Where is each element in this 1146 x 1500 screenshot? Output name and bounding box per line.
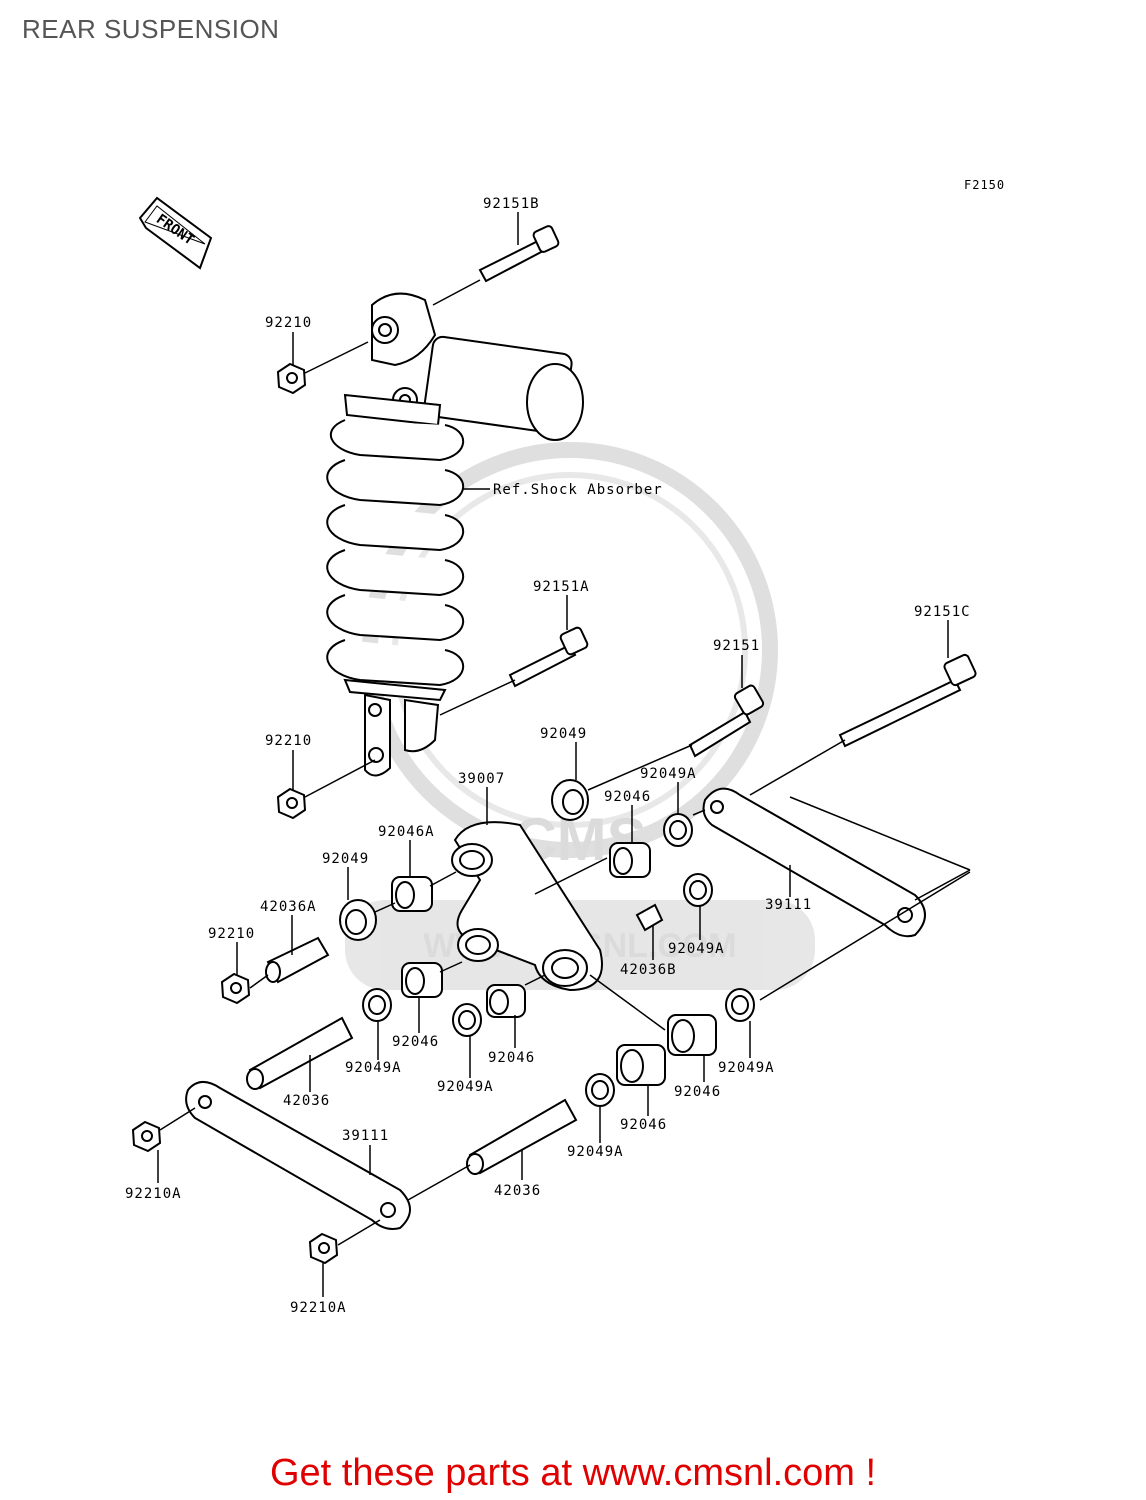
part-label[interactable]: 92210A: [125, 1186, 182, 1202]
rocker-arm-39007: [451, 821, 603, 992]
part-label[interactable]: 92210A: [290, 1300, 347, 1316]
part-label[interactable]: 92210: [208, 926, 255, 942]
part-label[interactable]: 92046: [604, 789, 651, 805]
seal-92049A-e: [725, 988, 755, 1022]
part-label[interactable]: 39111: [342, 1128, 389, 1144]
part-label[interactable]: 92046: [488, 1050, 535, 1066]
part-label[interactable]: 92210: [265, 733, 312, 749]
part-label[interactable]: 92046: [674, 1084, 721, 1100]
nut-92210A-lower: [308, 1232, 339, 1265]
shock-absorber: [326, 292, 584, 777]
bearing-92046A: [391, 876, 433, 912]
part-label[interactable]: 42036B: [620, 962, 677, 978]
figure-code: F2150: [964, 178, 1006, 192]
seal-92049A-b: [683, 873, 713, 907]
page-title: REAR SUSPENSION: [22, 14, 280, 44]
part-label[interactable]: 92049A: [437, 1079, 494, 1095]
nut-92210-left: [220, 972, 251, 1005]
part-label[interactable]: 92151B: [483, 196, 540, 212]
part-label[interactable]: 92049: [540, 726, 587, 742]
tie-rod-39111-right: [702, 787, 926, 938]
label-callouts: [157, 212, 949, 1297]
ref-shock-absorber-label: Ref.Shock Absorber: [493, 482, 663, 498]
part-label[interactable]: 92151C: [914, 604, 971, 620]
seal-92049A-c: [362, 988, 392, 1022]
collar-42036B: [635, 903, 664, 932]
nut-92210A-upper: [131, 1120, 162, 1153]
bolt-92151A: [508, 626, 589, 688]
seal-92049-left: [339, 899, 377, 941]
part-labels: 92151B 92210 92210 92151A 92151 92151C 9…: [125, 196, 971, 1316]
part-label[interactable]: 92049A: [718, 1060, 775, 1076]
part-label[interactable]: 92046: [392, 1034, 439, 1050]
bolt-92151: [688, 684, 765, 758]
nut-92210-mid: [276, 787, 307, 820]
part-label[interactable]: 42036A: [260, 899, 317, 915]
part-label[interactable]: 42036: [494, 1183, 541, 1199]
bearing-92046-c: [486, 984, 526, 1018]
collar-42036-upper: [246, 1016, 354, 1090]
bearing-92046-d: [667, 1014, 717, 1056]
part-label[interactable]: 92046: [620, 1117, 667, 1133]
seal-92049A-d: [452, 1003, 482, 1037]
seal-92049A-a: [663, 813, 693, 847]
bearing-92046-b: [401, 962, 443, 998]
part-label[interactable]: 39007: [458, 771, 505, 787]
collar-42036-lower: [466, 1098, 578, 1175]
front-arrow-icon: FRONT: [138, 196, 213, 270]
part-label[interactable]: 92210: [265, 315, 312, 331]
part-label[interactable]: 92049: [322, 851, 369, 867]
seal-92049A-f: [585, 1073, 615, 1107]
footer-link-text[interactable]: Get these parts at www.cmsnl.com !: [269, 1452, 877, 1494]
collar-42036A: [265, 936, 330, 984]
bolt-92151C: [838, 653, 977, 748]
bolt-92151B: [478, 225, 560, 283]
part-label[interactable]: 92046A: [378, 824, 435, 840]
bearing-92046-a: [609, 842, 651, 878]
part-label[interactable]: 92151: [713, 638, 760, 654]
seal-92049-upper: [551, 779, 589, 821]
part-label[interactable]: 39111: [765, 897, 812, 913]
leader-lines: [159, 279, 971, 1246]
footer-promo-link: Get these parts at www.cmsnl.com !: [0, 1452, 1146, 1495]
part-label[interactable]: 92151A: [533, 579, 590, 595]
part-label[interactable]: 42036: [283, 1093, 330, 1109]
nut-92210-top: [276, 362, 307, 395]
part-label[interactable]: 92049A: [640, 766, 697, 782]
part-label[interactable]: 92049A: [567, 1144, 624, 1160]
bearing-92046-e: [616, 1044, 666, 1086]
part-label[interactable]: 92049A: [668, 941, 725, 957]
part-label[interactable]: 92049A: [345, 1060, 402, 1076]
